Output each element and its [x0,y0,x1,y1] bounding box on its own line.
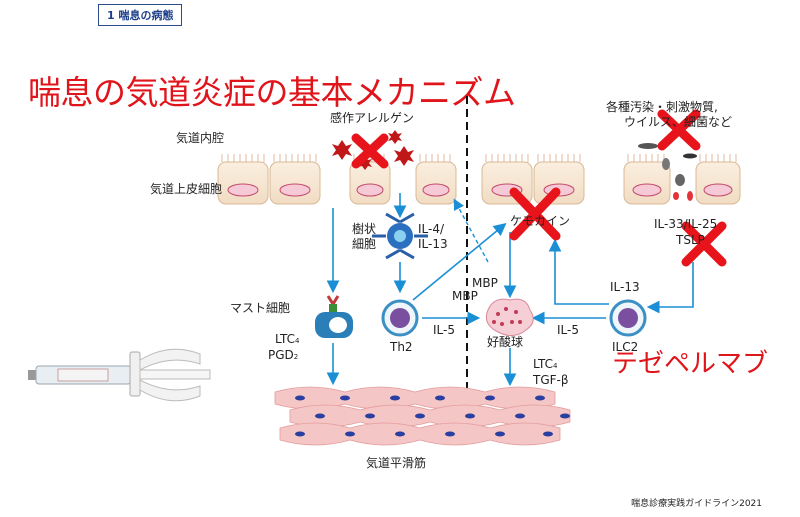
label-pgd2: PGD2 [268,348,299,362]
section-tag: 1 喘息の病態 [98,4,183,26]
label-mast-cell: マスト細胞 [230,301,291,315]
ilc2-cell [609,299,647,337]
eosinophil-cell [485,298,534,336]
label-mbp-1: MBP [472,276,498,290]
label-il5-left: IL-5 [433,323,455,337]
dendritic-cell [372,212,428,260]
pollutant-particles [638,143,697,201]
label-dendritic-2: 細胞 [352,237,377,251]
pathway-arrows [326,193,694,387]
label-eosinophil: 好酸球 [487,335,524,349]
label-pollutants-1: 各種汚染・刺激物質, [606,100,718,114]
drug-name: テゼペルマブ [612,349,769,379]
label-ltc4: LTC4 [275,332,300,346]
label-il33: IL-33/IL-25 [654,217,718,231]
label-pollutants-2: ウイルス、細菌など [624,115,733,129]
page-title: 喘息の気道炎症の基本メカニズム [28,73,516,112]
label-ltc4-right: LTC4 [533,357,558,371]
label-tslp: TSLP [676,233,705,247]
label-mbp-2: MBP [452,289,478,303]
label-airway-lumen: 気道内腔 [176,131,225,145]
label-dendritic-1: 樹状 [352,222,377,236]
epithelium-center-left [349,154,457,205]
red-x-marks [351,109,727,267]
label-il5-right: IL-5 [557,323,579,337]
label-il4: IL-4/ [418,222,445,236]
smooth-muscle [274,386,571,446]
label-th2: Th2 [390,340,413,354]
label-tgf-beta: TGF-β [533,373,569,387]
allergen-particles [332,130,414,170]
epithelium-left [217,154,321,205]
syringe-image [28,348,211,402]
label-allergen: 感作アレルゲン [330,111,415,125]
mast-cell [315,295,353,338]
epithelium-center-right [481,154,585,205]
label-il13-a: IL-13 [418,237,448,251]
label-il13-right: IL-13 [610,280,640,294]
label-epithelium: 気道上皮細胞 [150,182,223,196]
label-chemokine: ケモカイン [510,214,571,228]
label-ilc2: ILC2 [612,340,639,354]
footer-source: 喘息診療実践ガイドライン2021 [631,499,762,509]
epithelium-right [623,154,741,205]
th2-cell [381,299,419,337]
label-smooth-muscle: 気道平滑筋 [366,456,427,470]
dashed-arrow [453,198,489,263]
